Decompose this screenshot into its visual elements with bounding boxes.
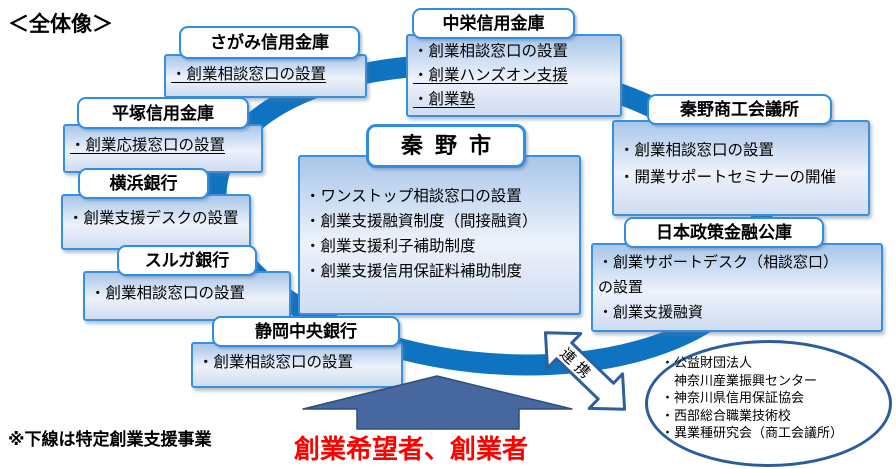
applicants-label: 創業希望者、創業者 bbox=[294, 434, 529, 464]
bullet-item: ・創業サポートデスク（相談窓口） bbox=[598, 254, 839, 271]
org-title-shizuoka-chuo: 静岡中央銀行 bbox=[212, 316, 400, 347]
org-title-yokohama: 横浜銀行 bbox=[78, 168, 209, 199]
bullet-item: ・創業支援利子補助制度 bbox=[305, 238, 476, 255]
org-content-shizuoka-chuo: ・創業相談窓口の設置 bbox=[191, 342, 403, 388]
underline-note: ※下線は特定創業支援事業 bbox=[8, 430, 212, 449]
bullet-item: ・創業塾 bbox=[413, 91, 476, 108]
org-content-yokohama: ・創業支援デスクの設置 bbox=[61, 194, 251, 250]
org-content-kokko: ・創業サポートデスク（相談窓口） の設置 ・創業支援融資 bbox=[591, 243, 883, 332]
bullet-item: ・創業相談窓口の設置 bbox=[198, 354, 354, 371]
org-content-suruga: ・創業相談窓口の設置 bbox=[83, 271, 291, 321]
bullet-item: ・創業支援融資制度（間接融資） bbox=[305, 213, 538, 230]
bullet-item: ・開業サポートセミナーの開催 bbox=[619, 169, 837, 186]
bullet-item: ・創業応援窓口の設置 bbox=[70, 137, 226, 154]
org-title-hadano-city: 秦野市 bbox=[366, 124, 526, 168]
bullet-item: ・創業ハンズオン支援 bbox=[413, 67, 568, 84]
bullet-item: ・創業支援デスクの設置 bbox=[68, 210, 239, 227]
org-content-hadano-city: ・ワンストップ相談窓口の設置 ・創業支援融資制度（間接融資） ・創業支援利子補助… bbox=[298, 155, 581, 315]
org-content-chuei: ・創業相談窓口の設置 ・創業ハンズオン支援 ・創業塾 bbox=[406, 34, 622, 117]
org-title-shoko-kaigisho: 秦野商工会議所 bbox=[647, 94, 832, 125]
bullet-item: の設置 bbox=[598, 279, 644, 296]
bullet-item: ・ワンストップ相談窓口の設置 bbox=[305, 188, 522, 205]
partner-item: ・公益財団法人 bbox=[661, 355, 753, 370]
org-content-sagami: ・創業相談窓口の設置 bbox=[164, 54, 367, 98]
bullet-item: ・創業支援信用保証料補助制度 bbox=[305, 263, 523, 280]
partner-organizations-list: ・公益財団法人 神奈川産業振興センター ・神奈川県信用保証協会 ・西部総合職業技… bbox=[661, 354, 843, 442]
org-content-shoko-kaigisho: ・創業相談窓口の設置 ・開業サポートセミナーの開催 bbox=[612, 120, 870, 216]
partner-organizations-ellipse: ・公益財団法人 神奈川産業振興センター ・神奈川県信用保証協会 ・西部総合職業技… bbox=[645, 340, 892, 467]
org-title-suruga: スルガ銀行 bbox=[117, 245, 257, 276]
partner-item: 神奈川産業振興センター bbox=[661, 372, 818, 388]
overview-label: ＜全体像＞ bbox=[8, 13, 113, 36]
partner-item: ・西部総合職業技術校 bbox=[661, 407, 792, 423]
bullet-item: ・創業相談窓口の設置 bbox=[90, 285, 246, 302]
bullet-item: ・創業相談窓口の設置 bbox=[619, 142, 775, 159]
bullet-item: ・創業相談窓口の設置 bbox=[171, 66, 327, 83]
partner-item: ・神奈川県信用保証協会 bbox=[661, 390, 805, 405]
org-title-kokko: 日本政策金融公庫 bbox=[624, 217, 824, 248]
bullet-item: ・創業支援融資 bbox=[598, 304, 704, 321]
org-title-sagami: さがみ信用金庫 bbox=[179, 26, 360, 59]
org-content-hiratsuka: ・創業応援窓口の設置 bbox=[63, 124, 263, 173]
org-title-hiratsuka: 平塚信用金庫 bbox=[77, 97, 249, 129]
partner-item: ・異業種研究会（商工会議所） bbox=[661, 425, 844, 440]
org-title-chuei: 中栄信用金庫 bbox=[412, 8, 575, 39]
bullet-item: ・創業相談窓口の設置 bbox=[413, 43, 569, 60]
